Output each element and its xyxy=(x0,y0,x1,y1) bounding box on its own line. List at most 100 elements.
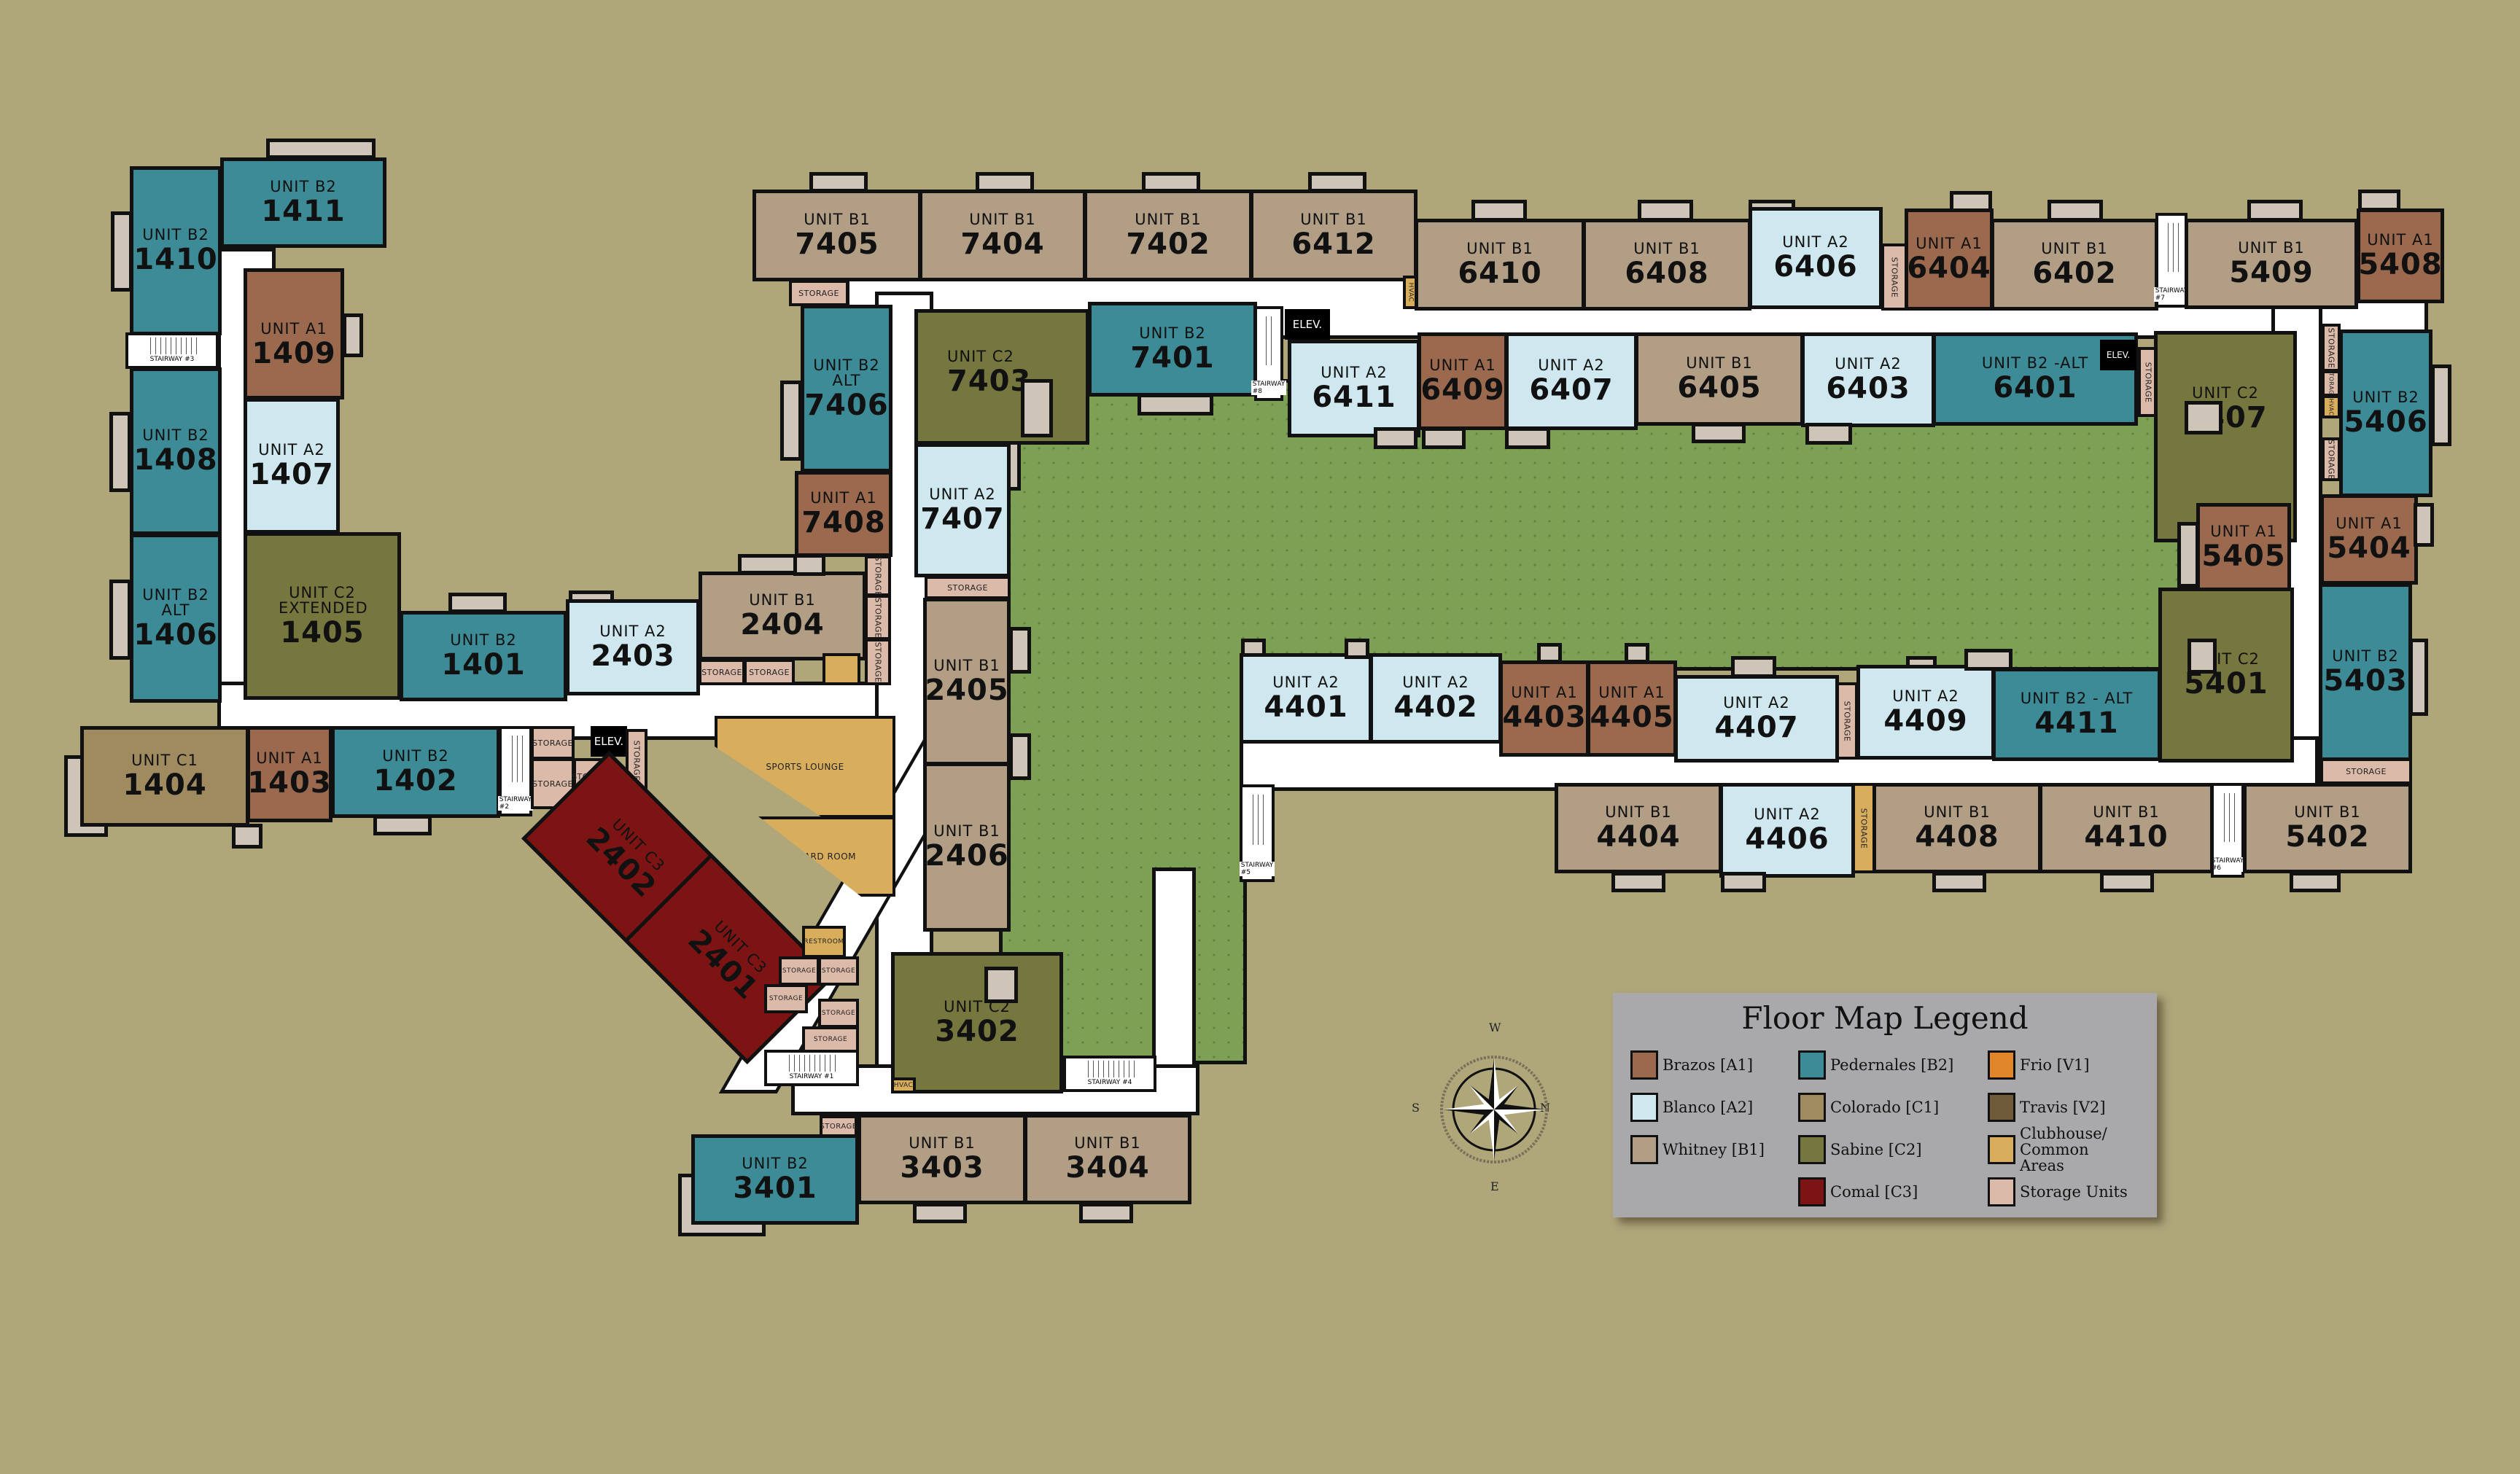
storage-unit[interactable]: STORAGE xyxy=(764,984,808,1013)
clubhouse-sports-lounge[interactable]: SPORTS LOUNGE xyxy=(715,716,895,818)
storage-unit[interactable]: STORAGE xyxy=(2322,437,2341,481)
compass-west-label: W xyxy=(1489,1021,1501,1034)
patio xyxy=(984,967,1018,1003)
storage-unit[interactable]: STORAGE xyxy=(818,999,859,1028)
patio xyxy=(2358,190,2400,211)
storage-unit[interactable]: STORAGE xyxy=(865,595,891,640)
storage-unit[interactable]: STORAGE xyxy=(2320,758,2412,784)
legend-item-pedernales: Pedernales [B2] xyxy=(1798,1044,1988,1086)
patio xyxy=(1964,649,2012,671)
compass-rose: W N E S xyxy=(1409,1021,1576,1196)
storage-unit[interactable]: STORAGE xyxy=(699,659,745,685)
storage-unit[interactable]: STORAGE xyxy=(744,659,795,685)
storage-unit[interactable]: STORAGE xyxy=(779,956,820,986)
hallway-south-link xyxy=(1152,867,1196,1101)
stairway-5: STAIRWAY #5 xyxy=(1239,784,1275,882)
storage-unit[interactable]: STORAGE xyxy=(802,1026,859,1053)
patio xyxy=(2290,872,2341,892)
storage-unit[interactable]: STORAGE xyxy=(2322,324,2341,372)
stairway-6: STAIRWAY #6 xyxy=(2209,783,2246,878)
storage-unit[interactable]: STORAGE xyxy=(2322,368,2341,399)
storage-unit[interactable]: STORAGE xyxy=(789,280,849,306)
patio xyxy=(343,313,363,357)
clubhouse-card-room[interactable]: CARD ROOM xyxy=(758,816,895,897)
legend-swatch xyxy=(1630,1135,1658,1164)
legend-item-brazos: Brazos [A1] xyxy=(1630,1044,1798,1086)
compass-star-icon xyxy=(1440,1056,1548,1163)
patio xyxy=(2409,639,2428,716)
patio xyxy=(2185,401,2222,434)
storage-unit[interactable]: STORAGE xyxy=(1881,243,1908,311)
patio xyxy=(1079,1203,1133,1223)
patio xyxy=(1611,872,1665,892)
storage-unit[interactable]: STORAGE xyxy=(818,956,859,986)
storage-unit[interactable]: STORAGE xyxy=(531,726,575,760)
patio xyxy=(1505,427,1550,449)
patio xyxy=(266,139,376,159)
storage-unit[interactable]: STORAGE xyxy=(925,576,1011,599)
storage-unit[interactable]: STORAGE xyxy=(865,639,891,685)
legend-swatch xyxy=(1630,1093,1658,1122)
storage-unit[interactable]: STORAGE xyxy=(1836,682,1858,760)
storage-unit[interactable]: STORAGE xyxy=(865,555,891,596)
patio xyxy=(373,815,432,835)
